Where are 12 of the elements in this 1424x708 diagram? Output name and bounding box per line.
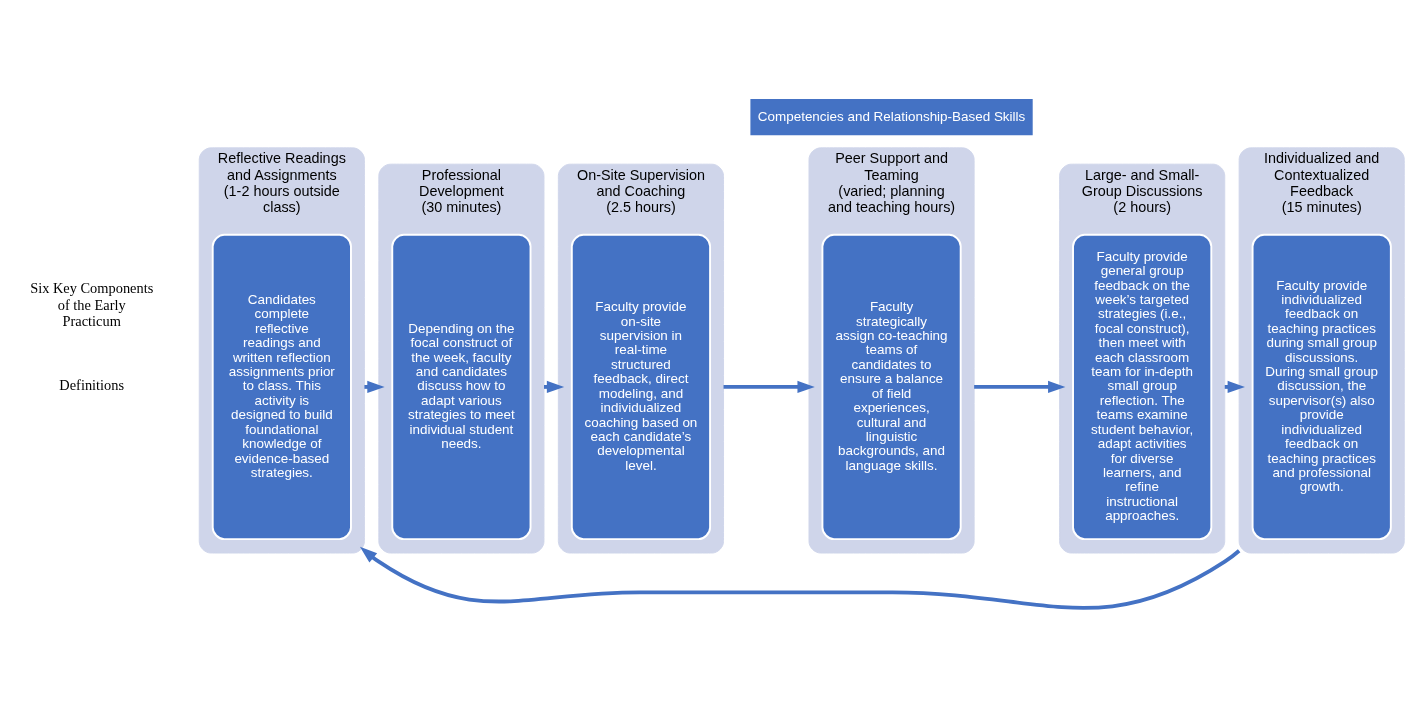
node-box: Faculty provide on-site supervision in real-time structured feedback, direct modeling, and individualized coaching based on each candidate’s developmental level.: [570, 233, 712, 541]
label: Definitions: [59, 377, 125, 394]
node-box: Depending on the focal construct of the week, faculty and candidates discuss how to adapt various strategies to meet individual student needs.: [391, 233, 532, 541]
arrow: [974, 380, 1066, 393]
arrow: [359, 546, 1241, 610]
label: Six Key Components of the Early Practicum: [30, 280, 154, 329]
node-box: Competencies and Relationship-Based Skills: [750, 98, 1033, 136]
arrow: [723, 380, 815, 393]
node-box: Candidates complete reflective readings and written reflection assignments prior to class. This activity is designed to build foundational knowledge of evidence-based strategies.: [211, 233, 352, 541]
node-box: Faculty provide general group feedback on the week’s targeted strategies (i.e., focal construct), then meet with each classroom team for in-depth small group reflection. The teams examine student behavior, adapt activities for diverse learners, and refine instructional approaches.: [1072, 233, 1213, 541]
node-box: Faculty provide individualized feedback on teaching practices during small group discussions. During small group discussion, the supervisor(s) also provide individualized feedback on teaching practices and professional growth.: [1251, 233, 1392, 541]
node-box: Faculty strategically assign co-teaching teams of candidates to ensure a balance of field experiences, cultural and linguistic backgrounds, and language skills.: [821, 233, 962, 541]
